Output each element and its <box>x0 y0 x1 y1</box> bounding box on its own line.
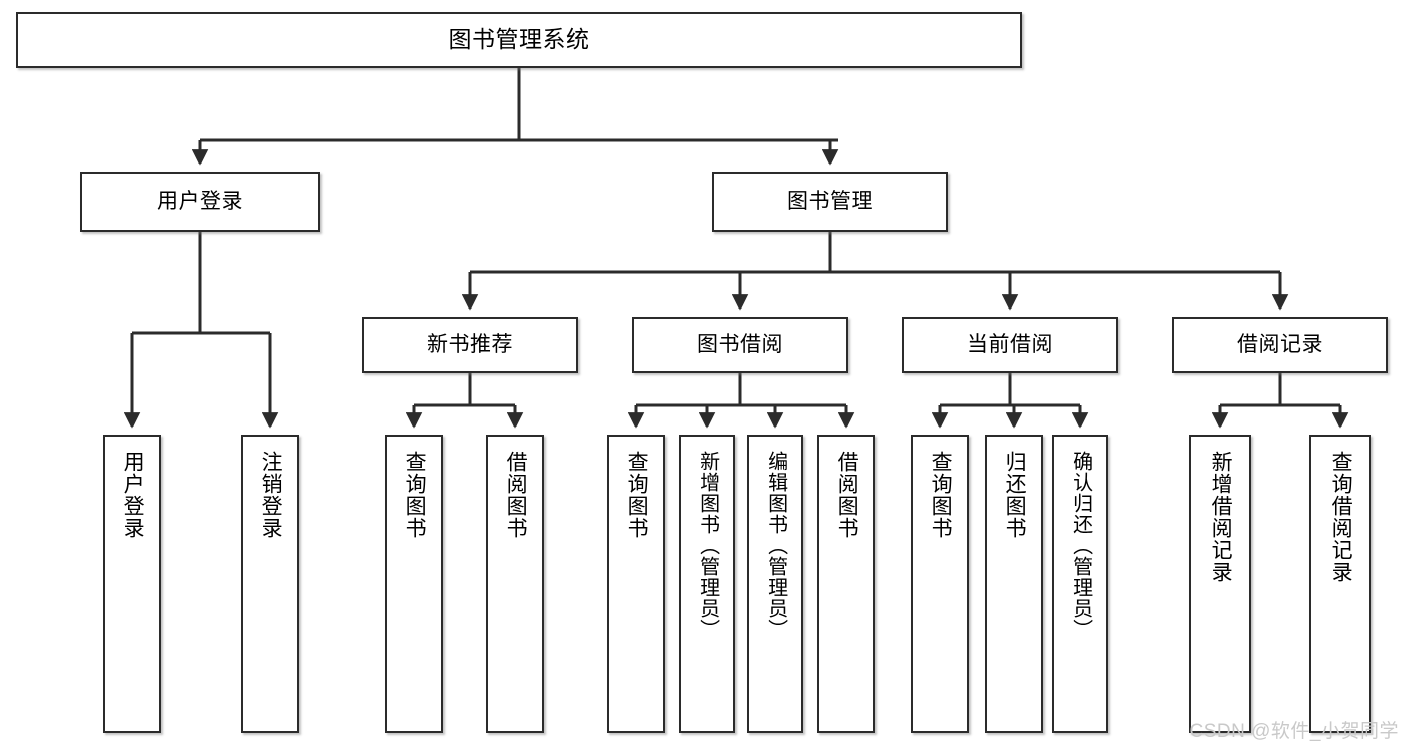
node-root[interactable]: 图书管理系统 <box>16 12 1022 68</box>
leaf-borrow-book-newbook-label: 借阅图书 <box>504 451 528 539</box>
node-book-management-label: 图书管理 <box>787 190 873 214</box>
leaf-user-login-label: 用户登录 <box>121 451 145 539</box>
leaf-query-book-newbook-label: 查询图书 <box>403 451 427 539</box>
leaf-return-book[interactable]: 归还图书 <box>985 435 1043 733</box>
node-book-management[interactable]: 图书管理 <box>712 172 948 232</box>
leaf-return-book-label: 归还图书 <box>1003 451 1027 539</box>
leaf-query-book-borrow-label: 查询图书 <box>625 451 649 539</box>
node-current-borrow-label: 当前借阅 <box>967 333 1053 357</box>
leaf-add-book-admin-label: 新增图书（管理员） <box>696 451 719 640</box>
leaf-query-book-borrow[interactable]: 查询图书 <box>607 435 665 733</box>
leaf-logout-login-label: 注销登录 <box>259 451 283 539</box>
node-user-login[interactable]: 用户登录 <box>80 172 320 232</box>
leaf-query-borrow-record-label: 查询借阅记录 <box>1329 451 1353 583</box>
leaf-confirm-return-admin-label: 确认归还（管理员） <box>1069 451 1092 640</box>
node-new-book-recommend-label: 新书推荐 <box>427 333 513 357</box>
leaf-query-book-newbook[interactable]: 查询图书 <box>385 435 443 733</box>
leaf-borrow-book-newbook[interactable]: 借阅图书 <box>486 435 544 733</box>
leaf-query-book-current[interactable]: 查询图书 <box>911 435 969 733</box>
leaf-confirm-return-admin[interactable]: 确认归还（管理员） <box>1052 435 1108 733</box>
leaf-add-borrow-record[interactable]: 新增借阅记录 <box>1189 435 1251 733</box>
leaf-add-borrow-record-label: 新增借阅记录 <box>1209 451 1233 583</box>
node-book-borrow[interactable]: 图书借阅 <box>632 317 848 373</box>
leaf-borrow-book-label: 借阅图书 <box>835 451 859 539</box>
node-user-login-label: 用户登录 <box>157 190 243 214</box>
leaf-add-book-admin[interactable]: 新增图书（管理员） <box>679 435 735 733</box>
node-book-borrow-label: 图书借阅 <box>697 333 783 357</box>
leaf-borrow-book[interactable]: 借阅图书 <box>817 435 875 733</box>
node-borrow-record[interactable]: 借阅记录 <box>1172 317 1388 373</box>
leaf-query-borrow-record[interactable]: 查询借阅记录 <box>1309 435 1371 733</box>
node-root-label: 图书管理系统 <box>448 26 590 53</box>
leaf-user-login[interactable]: 用户登录 <box>103 435 161 733</box>
leaf-query-book-current-label: 查询图书 <box>929 451 953 539</box>
leaf-edit-book-admin[interactable]: 编辑图书（管理员） <box>747 435 803 733</box>
node-current-borrow[interactable]: 当前借阅 <box>902 317 1118 373</box>
leaf-logout-login[interactable]: 注销登录 <box>241 435 299 733</box>
watermark: CSDN @软件_小贺同学 <box>1189 721 1399 742</box>
node-borrow-record-label: 借阅记录 <box>1237 333 1323 357</box>
node-new-book-recommend[interactable]: 新书推荐 <box>362 317 578 373</box>
leaf-edit-book-admin-label: 编辑图书（管理员） <box>764 451 787 640</box>
